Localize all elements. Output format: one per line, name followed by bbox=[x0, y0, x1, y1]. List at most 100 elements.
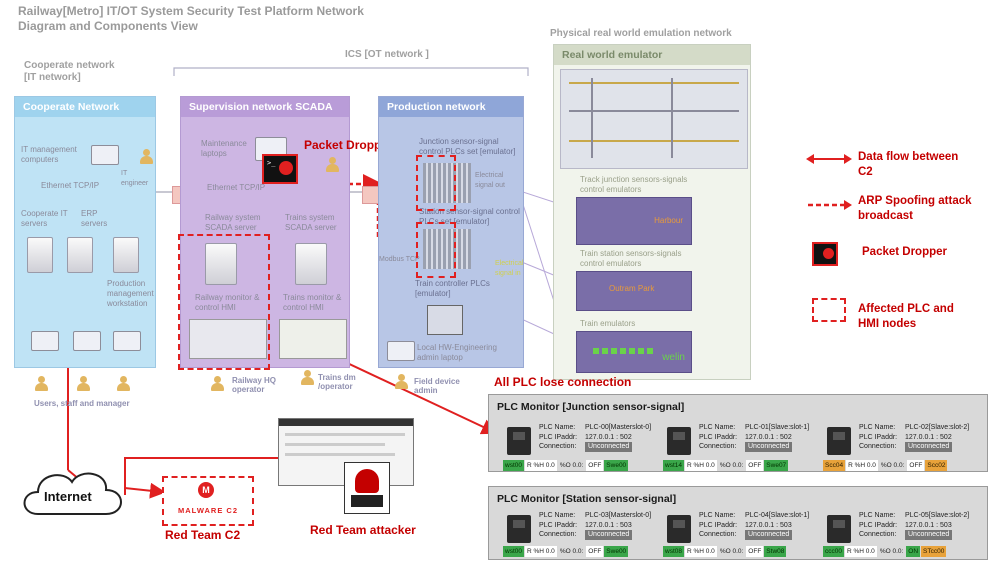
trains-scada-server[interactable] bbox=[295, 243, 327, 285]
malware-c2-text: MALWARE C2 bbox=[177, 506, 238, 515]
plc-field-value: PLC-00[Masterslot-0] bbox=[585, 424, 652, 431]
train-ctrl-plc[interactable] bbox=[427, 305, 463, 335]
plc-connection-status: Unconnected bbox=[745, 442, 793, 452]
track-emulator-box[interactable]: Harbour bbox=[576, 197, 692, 245]
plc-field-value: PLC-02[Slave:slot-2] bbox=[905, 424, 970, 431]
prod-mgmt-server-icon[interactable] bbox=[113, 237, 139, 273]
user-laptop-2[interactable] bbox=[73, 331, 101, 351]
red-team-attacker-label: Red Team attacker bbox=[310, 523, 416, 537]
plc-field-value: 127.0.0.1 : 502 bbox=[585, 433, 632, 441]
plc-field-label: PLC IPaddr: bbox=[859, 521, 898, 529]
plc-io-cell: %O 0.0: bbox=[559, 462, 584, 469]
users-label: Users, staff and manager bbox=[34, 399, 130, 408]
plc-io-cell: OFF bbox=[746, 460, 764, 471]
hq-operator-icon bbox=[210, 376, 224, 392]
prod-mgmt-label: Production management workstation bbox=[107, 279, 154, 308]
station-emulator-box[interactable]: Outram Park bbox=[576, 271, 692, 311]
plc-io-cell: Scc04 bbox=[823, 460, 846, 471]
plc-info: PLC Name:PLC-03[Masterslot-0]PLC IPaddr:… bbox=[539, 511, 651, 540]
railway-hmi-screen[interactable] bbox=[189, 319, 267, 359]
plc-card[interactable]: PLC Name:PLC-02[Slave:slot-2]PLC IPaddr:… bbox=[823, 423, 983, 471]
welin-label: welin bbox=[662, 352, 685, 363]
affected-station-plc-box bbox=[416, 222, 456, 278]
plc-field-value: 127.0.0.1 : 502 bbox=[905, 433, 952, 441]
user-laptop-1[interactable] bbox=[31, 331, 59, 351]
plc-field-value: PLC-04[Slave:slot-1] bbox=[745, 512, 810, 519]
plc-io-cell: OFF bbox=[907, 460, 925, 471]
plc-field-label: PLC Name: bbox=[699, 424, 736, 431]
plc-field-label: PLC Name: bbox=[699, 512, 736, 519]
plc-field-label: Connection: bbox=[859, 443, 897, 450]
maint-laptops-label: Maintenance laptops bbox=[201, 139, 247, 158]
real-world-map-image bbox=[560, 69, 748, 169]
plc-info: PLC Name:PLC-00[Masterslot-0]PLC IPaddr:… bbox=[539, 423, 651, 452]
train-led-strip bbox=[593, 348, 653, 354]
physical-emulator-title: Real world emulator bbox=[554, 45, 750, 65]
plc-io-cell: OFF bbox=[746, 546, 764, 557]
it-server-icon[interactable] bbox=[27, 237, 53, 273]
outram-label: Outram Park bbox=[609, 284, 655, 293]
plc-monitor-station-title: PLC Monitor [Station sensor-signal] bbox=[497, 493, 677, 505]
station-plc-rack[interactable] bbox=[423, 229, 471, 269]
plc-device-icon bbox=[827, 515, 851, 543]
plc-card[interactable]: PLC Name:PLC-00[Masterslot-0]PLC IPaddr:… bbox=[503, 423, 663, 471]
plc-io-cell: R %H 0.0 bbox=[844, 546, 877, 557]
train-emulator-box[interactable]: welin bbox=[576, 331, 692, 373]
plc-card[interactable]: PLC Name:PLC-04[Slave:slot-1]PLC IPaddr:… bbox=[663, 511, 823, 557]
trains-hmi-screen[interactable] bbox=[279, 319, 347, 359]
plc-card[interactable]: PLC Name:PLC-01[Slave:slot-1]PLC IPaddr:… bbox=[663, 423, 823, 471]
ot-bracket bbox=[173, 67, 529, 76]
station-plc-label: Station sensor-signal control PLCs set [… bbox=[419, 207, 520, 226]
plc-io-cell: ccc00 bbox=[823, 546, 844, 557]
plc-field-label: Connection: bbox=[699, 531, 737, 538]
it-mgmt-laptop[interactable] bbox=[91, 145, 119, 165]
plc-field-label: PLC IPaddr: bbox=[539, 521, 578, 529]
local-hw-laptop[interactable] bbox=[387, 341, 415, 361]
production-network-panel: Production network Junction sensor-signa… bbox=[378, 96, 524, 368]
affected-junction-plc-box bbox=[416, 155, 456, 211]
plc-connection-status: Unconnected bbox=[905, 442, 953, 452]
it-zone-label-line1: Cooperate network bbox=[24, 60, 115, 71]
plc-field-value: PLC-03[Masterslot-0] bbox=[585, 512, 652, 519]
packet-dropper-label: Packet Dropper bbox=[304, 138, 393, 152]
plc-io-cell: Swe00 bbox=[604, 546, 629, 557]
legend-arp-icon bbox=[808, 200, 852, 210]
hq-operator-label: Railway HQ operator bbox=[232, 376, 277, 394]
plc-io-cell: wst08 bbox=[663, 546, 684, 557]
train-ctrl-label: Train controller PLCs [emulator] bbox=[415, 279, 490, 298]
all-plc-lose-label: All PLC lose connection bbox=[494, 375, 632, 389]
plc-field-value: 127.0.0.1 : 502 bbox=[745, 433, 792, 441]
plc-monitor-junction-title: PLC Monitor [Junction sensor-signal] bbox=[497, 401, 685, 413]
erp-server-icon[interactable] bbox=[67, 237, 93, 273]
plc-info: PLC Name:PLC-05[Slave:slot-2]PLC IPaddr:… bbox=[859, 511, 969, 540]
plc-io-cell: R %H 0.0 bbox=[684, 460, 717, 471]
plc-io-cell: %O 0.0: bbox=[880, 462, 905, 469]
plc-connection-status: Unconnected bbox=[585, 530, 633, 540]
junction-plc-label: Junction sensor-signal control PLCs set … bbox=[419, 137, 516, 156]
erp-servers-label: ERP servers bbox=[81, 209, 108, 228]
plc-card[interactable]: PLC Name:PLC-05[Slave:slot-2]PLC IPaddr:… bbox=[823, 511, 983, 557]
plc-io-cell: %O 0.0: bbox=[719, 548, 744, 555]
railway-scada-server[interactable] bbox=[205, 243, 237, 285]
scada-ethernet-label: Ethernet TCP/IP bbox=[207, 183, 266, 192]
plc-info: PLC Name:PLC-04[Slave:slot-1]PLC IPaddr:… bbox=[699, 511, 809, 540]
plc-field-label: PLC IPaddr: bbox=[699, 433, 738, 441]
malware-c2-box: M MALWARE C2 bbox=[162, 476, 254, 526]
plc-field-value: 127.0.0.1 : 503 bbox=[585, 521, 632, 529]
diagram-title-line2: Diagram and Components View bbox=[18, 19, 198, 33]
legend-data-flow-icon bbox=[806, 154, 852, 164]
junction-plc-rack[interactable] bbox=[423, 163, 471, 203]
user-laptop-3[interactable] bbox=[113, 331, 141, 351]
plc-device-icon bbox=[667, 427, 691, 455]
plc-io-cell: ON bbox=[906, 546, 921, 557]
plc-field-label: PLC Name: bbox=[859, 512, 896, 519]
legend-dropper-text: Packet Dropper bbox=[862, 246, 948, 258]
plc-io-cell: Stw08 bbox=[764, 546, 787, 557]
plc-card[interactable]: PLC Name:PLC-03[Masterslot-0]PLC IPaddr:… bbox=[503, 511, 663, 557]
plc-device-icon bbox=[507, 515, 531, 543]
it-zone-label: Cooperate network [IT network] bbox=[24, 60, 115, 84]
harbour-label: Harbour bbox=[654, 216, 683, 225]
